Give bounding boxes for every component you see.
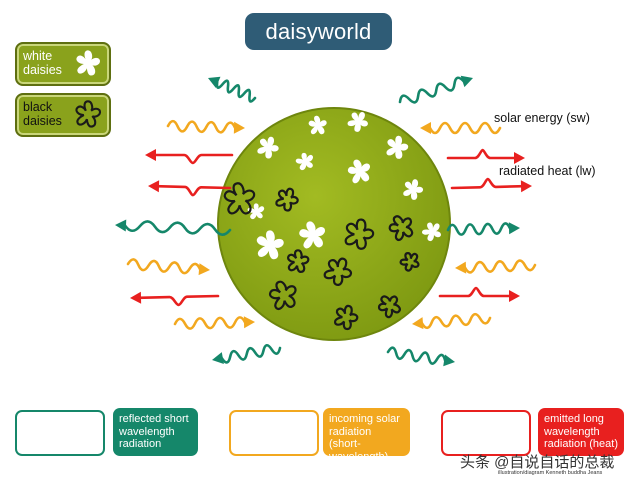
emitted-wave-arrow-icon xyxy=(145,149,234,165)
key-incoming-box xyxy=(229,410,319,456)
solar-energy-label: solar energy (sw) xyxy=(494,111,590,125)
key-emitted-label: emitted long wavelength radiation (heat) xyxy=(538,408,624,456)
emitted-wave-arrow-icon xyxy=(446,148,525,164)
reflected-wave-arrow-icon xyxy=(212,343,282,364)
legend-black-daisies: black daisies xyxy=(15,93,111,137)
key-emitted-box xyxy=(441,410,531,456)
legend-white-label: white daisies xyxy=(23,49,62,77)
incoming-wave-arrow-icon xyxy=(412,312,492,330)
incoming-wave-arrow-icon xyxy=(173,316,256,330)
incoming-wave-arrow-icon xyxy=(126,258,210,276)
reflected-wave-arrow-icon xyxy=(386,346,456,367)
legend-white-daisies: white daisies xyxy=(15,42,111,86)
legend-black-label: black daisies xyxy=(23,100,62,128)
illustration-credit: illustration/diagram Kenneth buddha Jean… xyxy=(498,470,603,476)
key-reflected-label: reflected short wavelength radiation xyxy=(113,408,198,456)
incoming-wave-arrow-icon xyxy=(455,259,537,274)
radiated-heat-label: radiated heat (lw) xyxy=(499,164,596,178)
emitted-wave-arrow-icon xyxy=(438,286,520,302)
white-daisy-icon xyxy=(76,50,101,76)
radiation-arrows xyxy=(114,75,537,367)
reflected-wave-arrow-icon xyxy=(207,76,257,103)
reflected-wave-arrow-icon xyxy=(446,222,521,236)
emitted-wave-arrow-icon xyxy=(130,291,220,307)
key-incoming-label: incoming solar radiation (short- wavelen… xyxy=(323,408,410,463)
incoming-wave-arrow-icon xyxy=(420,121,502,135)
planet xyxy=(217,107,451,341)
reflected-wave-arrow-icon xyxy=(398,75,474,104)
black-daisy-icon xyxy=(75,100,102,128)
diagram-title: daisyworld xyxy=(245,13,392,50)
emitted-wave-arrow-icon xyxy=(450,177,533,193)
reflected-wave-arrow-icon xyxy=(114,219,232,236)
incoming-wave-arrow-icon xyxy=(166,119,246,134)
watermark: 头条 @自说自话的总裁 xyxy=(460,454,615,471)
emitted-wave-arrow-icon xyxy=(147,180,232,197)
key-reflected-box xyxy=(15,410,105,456)
